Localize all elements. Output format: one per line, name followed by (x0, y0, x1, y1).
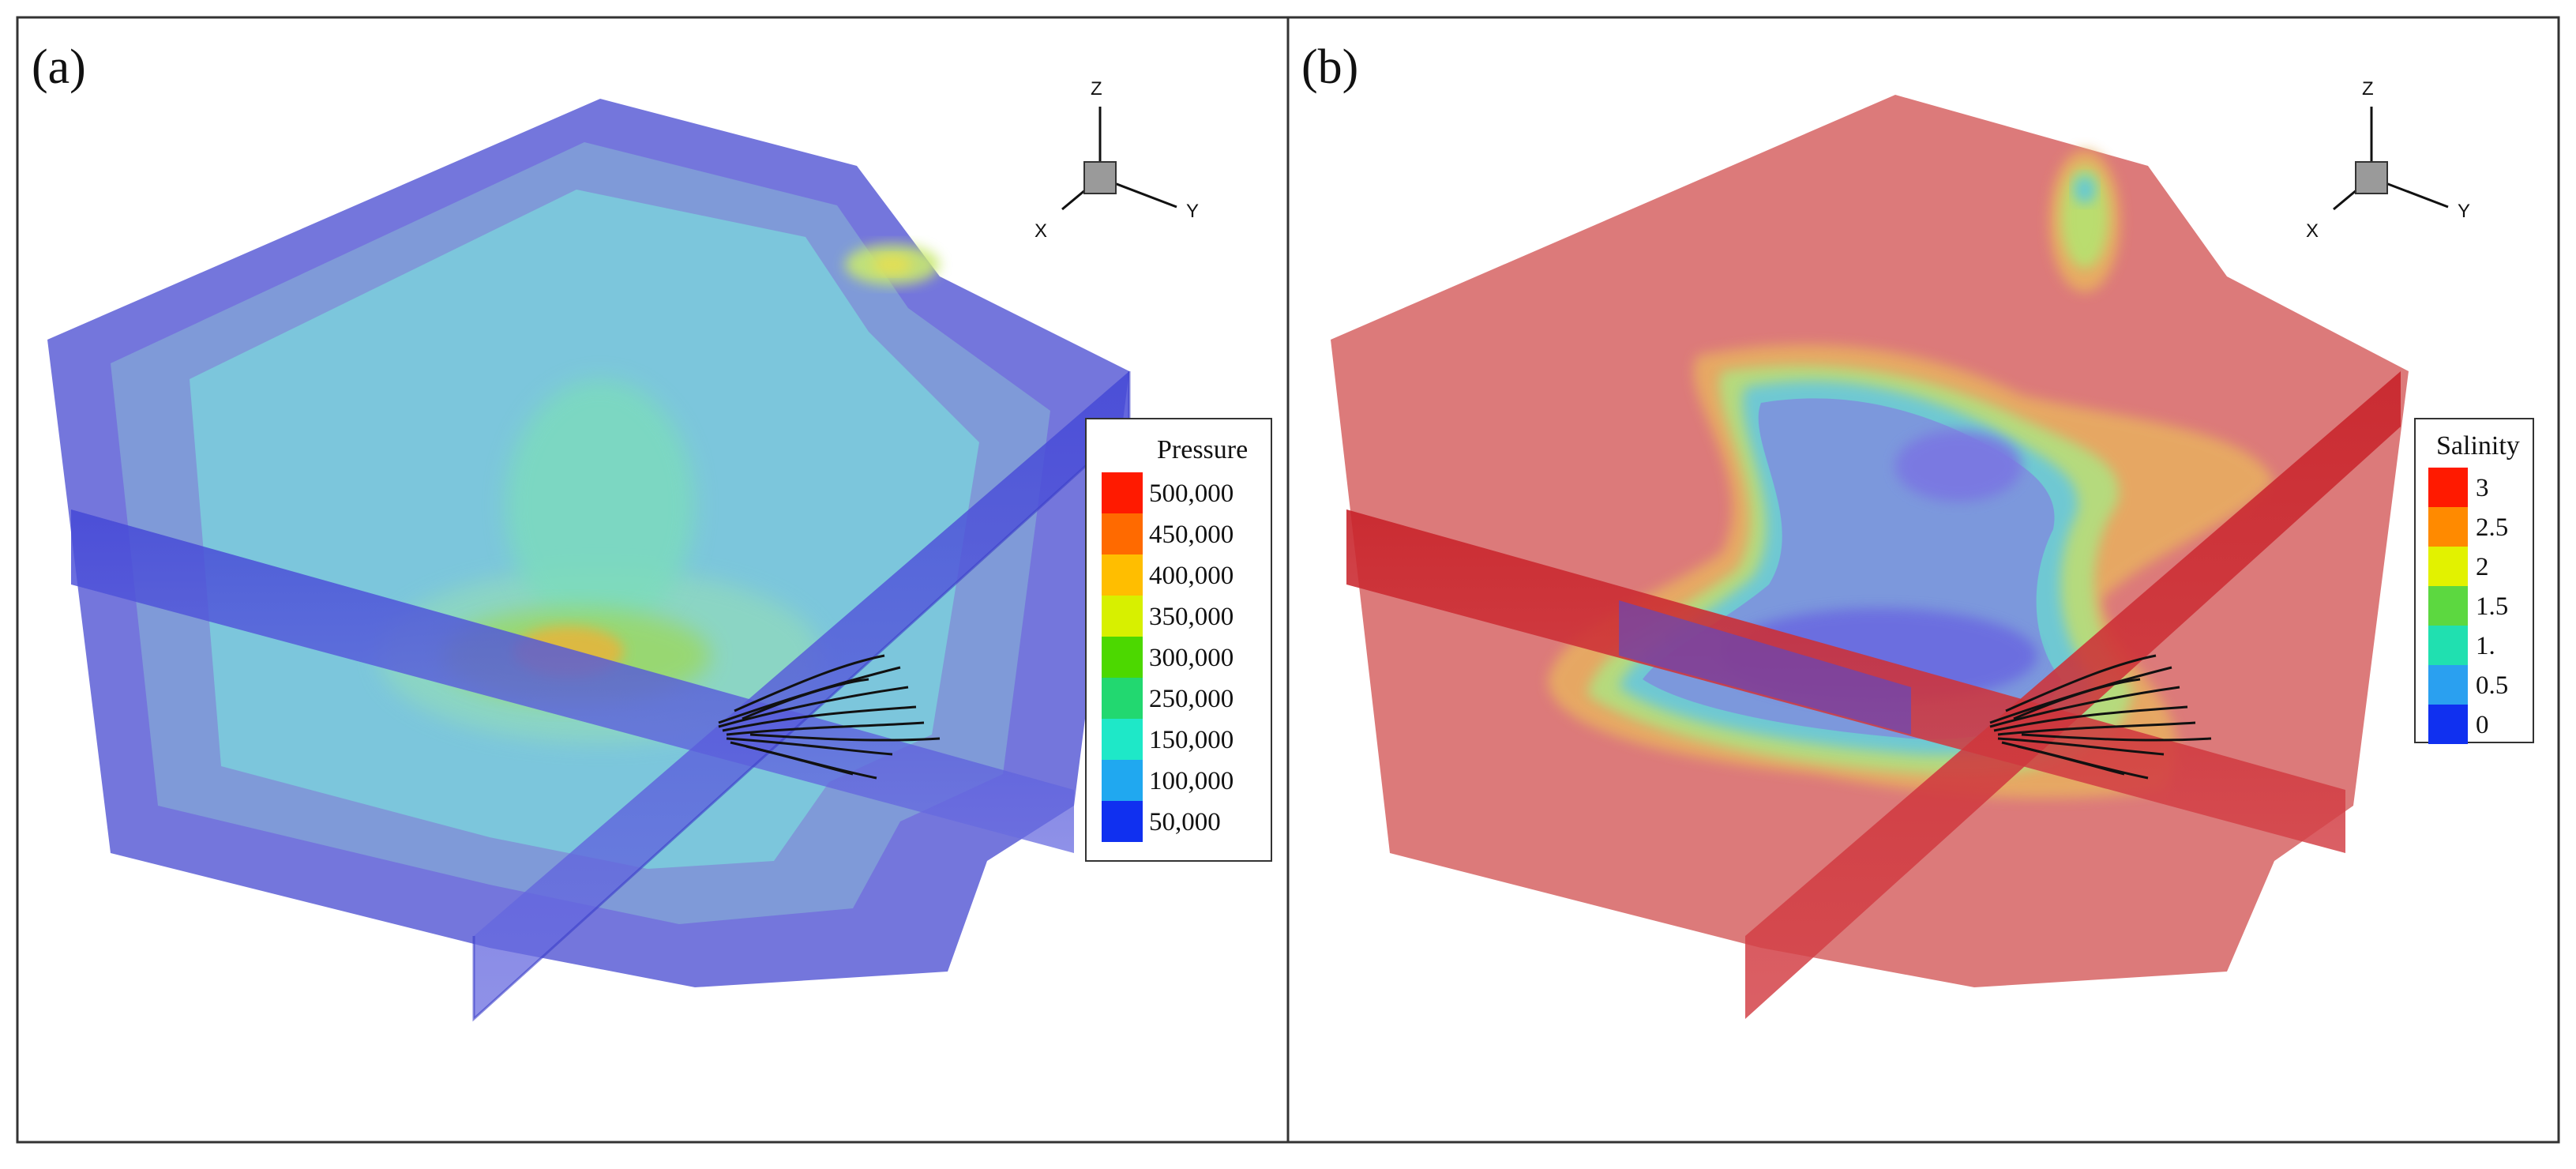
legend-swatch (2428, 507, 2468, 547)
axis-y-label: Y (1186, 201, 1199, 222)
legend-tick-label: 300,000 (1149, 644, 1234, 672)
legend-swatch (1102, 554, 1143, 596)
legend-tick-label: 50,000 (1149, 808, 1221, 836)
legend-swatch (2428, 586, 2468, 626)
legend-tick-label: 2.5 (2476, 513, 2508, 542)
legend-tick-label: 2 (2476, 553, 2489, 581)
legend-tick-label: 500,000 (1149, 479, 1234, 508)
legend-swatch (1102, 637, 1143, 678)
legend-tick-label: 450,000 (1149, 521, 1234, 549)
legend-tick-label: 350,000 (1149, 603, 1234, 631)
legend-ticks: 500,000 450,000 400,000 350,000 300,000 250,0… (1149, 479, 1234, 836)
axis-triad-b: Z Y X (2306, 78, 2470, 242)
panel-a: (a) (32, 40, 1272, 1022)
panel-label-a: (a) (32, 40, 86, 94)
legend-tick-label: 0.5 (2476, 671, 2508, 700)
axis-y-label: Y (2458, 201, 2470, 222)
legend-swatch (2428, 665, 2468, 705)
axis-z-label: Z (1091, 78, 1102, 100)
legend-swatch (1102, 801, 1143, 842)
axis-x-label: X (1035, 220, 1047, 242)
legend-swatches (2428, 468, 2468, 744)
legend-swatches (1102, 472, 1143, 842)
legend-tick-label: 100,000 (1149, 767, 1234, 795)
legend-title: Pressure (1157, 435, 1248, 464)
legend-tick-label: 1. (2476, 632, 2495, 660)
panel-label-b: (b) (1301, 40, 1358, 94)
legend-swatch (2428, 626, 2468, 665)
legend-tick-label: 250,000 (1149, 685, 1234, 713)
legend-salinity: Salinity 3 2.5 2 1.5 1. 0.5 0 (2414, 418, 2534, 744)
streamlines (1989, 654, 2212, 780)
legend-tick-label: 0 (2476, 711, 2489, 739)
legend-swatch (1102, 760, 1143, 801)
axis-z-label: Z (2362, 78, 2374, 100)
legend-swatch (1102, 596, 1143, 637)
legend-swatch (2428, 705, 2468, 744)
legend-pressure: Pressure 500,000 450,000 400,000 350,000 300… (1085, 418, 1272, 862)
legend-ticks: 3 2.5 2 1.5 1. 0.5 0 (2476, 474, 2508, 739)
legend-swatch (1102, 513, 1143, 554)
legend-swatch (1102, 472, 1143, 513)
axis-cube-icon (1083, 161, 1117, 194)
legend-swatch (1102, 678, 1143, 719)
legend-swatch (2428, 468, 2468, 507)
panel-b: (b) (1301, 40, 2534, 1019)
axis-triad-a: Z Y X (1035, 78, 1199, 242)
legend-tick-label: 3 (2476, 474, 2489, 502)
legend-swatch (2428, 547, 2468, 586)
legend-title: Salinity (2436, 431, 2520, 460)
legend-tick-label: 1.5 (2476, 592, 2508, 621)
axis-x-label: X (2306, 220, 2319, 242)
streamlines (718, 654, 941, 780)
axis-cube-icon (2355, 161, 2388, 194)
legend-tick-label: 150,000 (1149, 726, 1234, 754)
legend-swatch (1102, 719, 1143, 760)
legend-tick-label: 400,000 (1149, 562, 1234, 590)
